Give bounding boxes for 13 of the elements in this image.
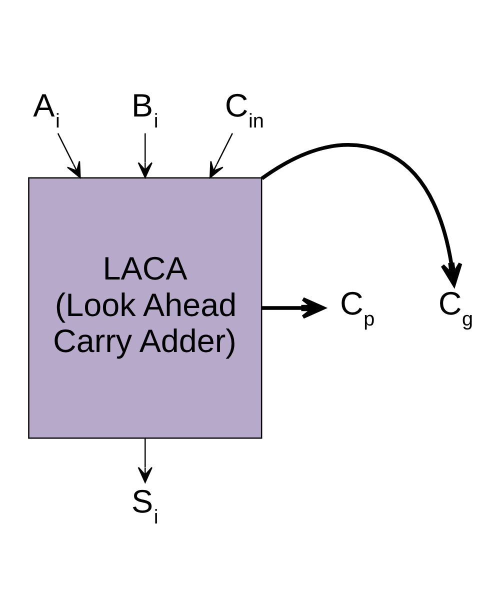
node-text: B$_{i}$: [131, 87, 158, 132]
arrow: [210, 132, 233, 178]
node-text: C$_{p}$: [340, 285, 375, 330]
arrow: [138, 438, 152, 482]
node-text: A$_{i}$: [33, 87, 60, 132]
node-text: C$_{g}$: [438, 285, 474, 330]
arrow: [260, 142, 462, 286]
node-text: C$_{in}$: [224, 87, 264, 132]
node-box: LACA (Look Ahead Carry Adder): [28, 176, 262, 438]
arrow: [262, 296, 325, 318]
arrow: [57, 132, 81, 178]
arrow: [138, 132, 152, 178]
node-text: S$_{i}$: [131, 483, 158, 528]
